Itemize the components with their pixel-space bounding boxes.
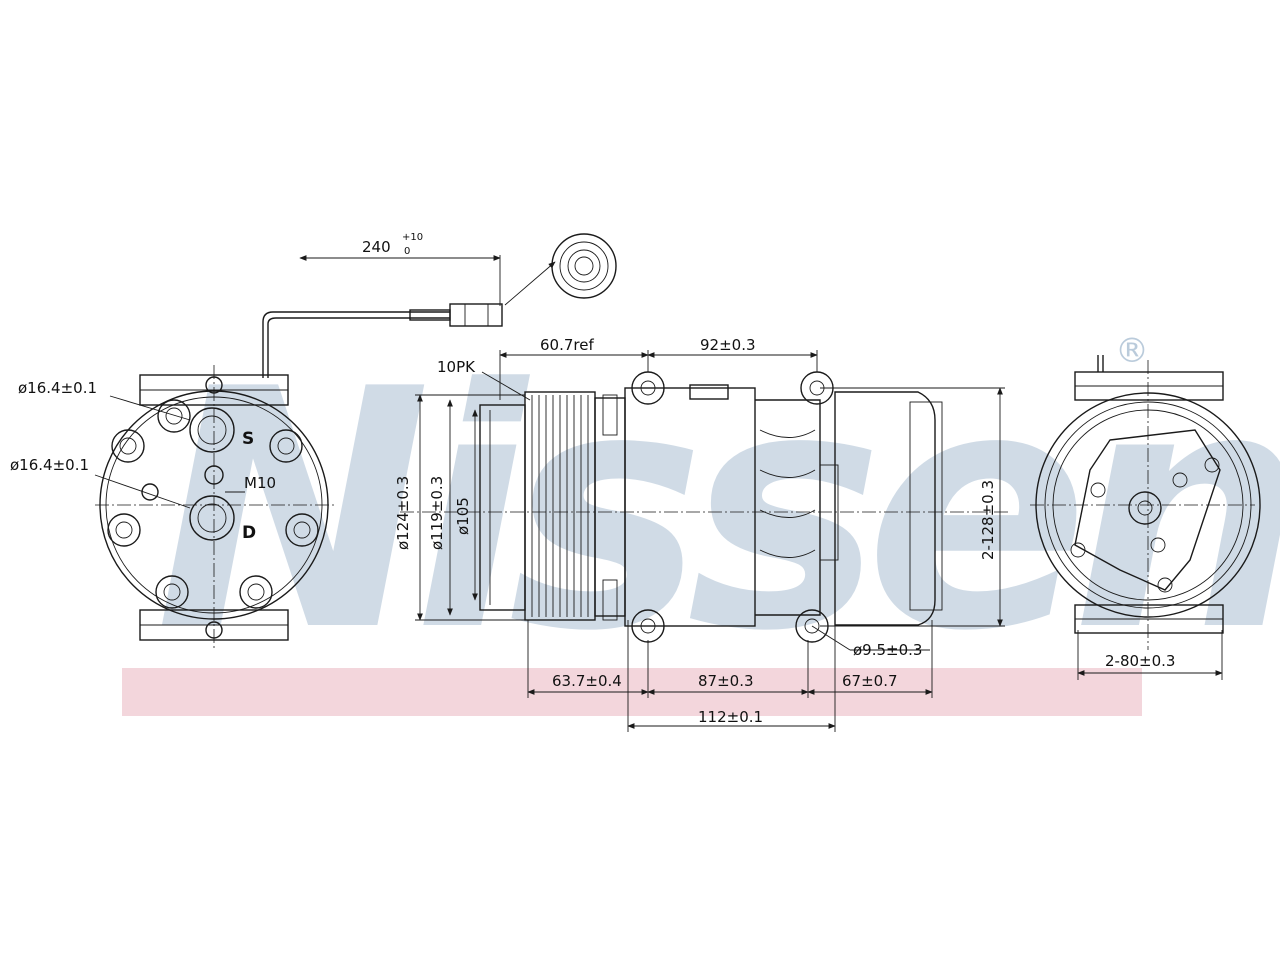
- len-112-label: 112±0.1: [698, 708, 763, 726]
- pulley-grooves: [531, 395, 589, 617]
- len-87-label: 87±0.3: [698, 672, 754, 690]
- port-dia-1-label: ø16.4±0.1: [18, 379, 97, 397]
- side-width-label: 2-80±0.3: [1105, 652, 1175, 670]
- discharge-mark: D: [242, 523, 256, 543]
- hole-dia-label: ø9.5±0.3: [853, 641, 922, 659]
- len-63-label: 63.7±0.4: [552, 672, 622, 690]
- watermark: Nissens ®: [122, 319, 1280, 716]
- rear-view: ø16.4±0.1 ø16.4±0.1 M10 S D: [10, 365, 335, 650]
- port-dia-2-label: ø16.4±0.1: [10, 456, 89, 474]
- dia-119-label: ø119±0.3: [428, 476, 446, 550]
- watermark-brand: Nissens: [155, 319, 1280, 703]
- pulley-ref-label: 60.7ref: [540, 336, 594, 354]
- rear-bolts: [107, 399, 319, 609]
- belt-label: 10PK: [437, 358, 476, 376]
- cable-length-label: 240: [362, 238, 391, 256]
- suction-mark: S: [242, 429, 254, 449]
- cable-connector: 240 +10 0: [262, 232, 617, 365]
- watermark-registered: ®: [1115, 331, 1149, 371]
- mount-height-label: 2-128±0.3: [979, 480, 997, 560]
- cable-tol-minus: 0: [404, 246, 410, 257]
- thread-label: M10: [244, 474, 276, 492]
- side-view: ø124±0.3 ø119±0.3 ø105 60.7ref 92±0.3 10…: [394, 336, 1010, 732]
- front-view: 2-80±0.3: [1030, 355, 1261, 680]
- ears-spacing-label: 92±0.3: [700, 336, 756, 354]
- dia-105-label: ø105: [454, 497, 472, 535]
- cable-tol-plus: +10: [402, 232, 423, 243]
- dia-124-label: ø124±0.3: [394, 476, 412, 550]
- len-67-label: 67±0.7: [842, 672, 898, 690]
